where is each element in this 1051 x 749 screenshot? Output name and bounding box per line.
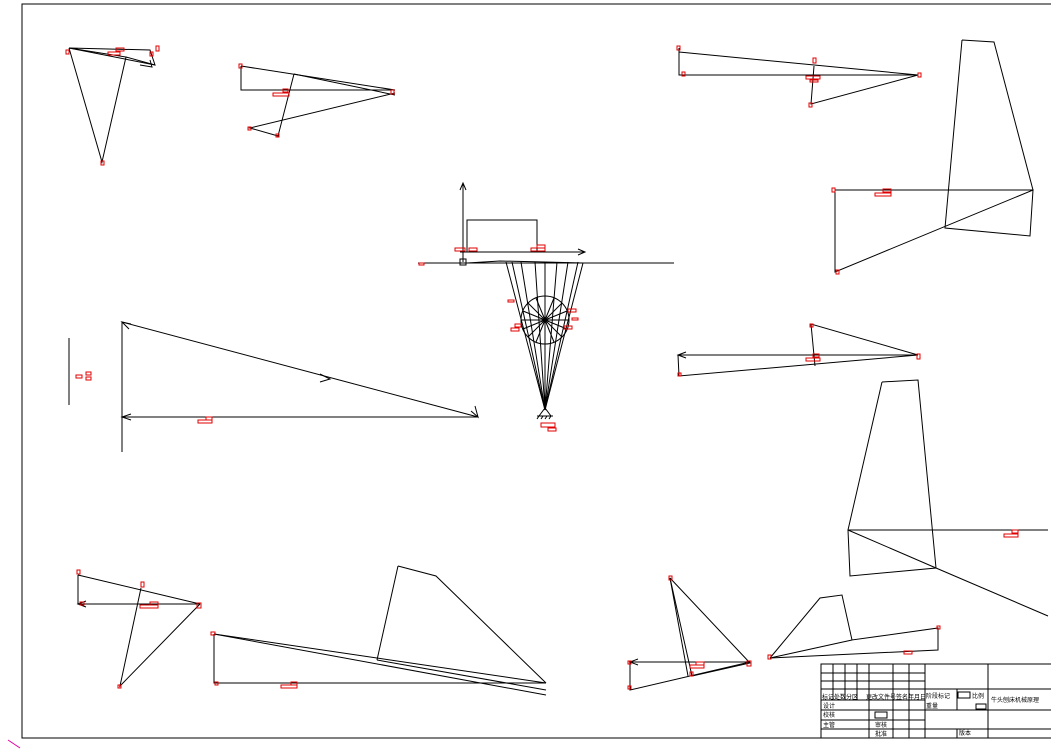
label-design: 设计 — [823, 702, 835, 710]
header-zone: 分区 — [846, 693, 858, 701]
velocity-polygon-top-left — [66, 46, 159, 165]
acceleration-polygon-bottom-right — [768, 595, 940, 659]
header-count: 处数 — [834, 693, 846, 701]
title-block: 标记 处数 分区 更改文件号 签名 年月日 设计 校核 主管 审核 批准 阶段标… — [821, 664, 1051, 738]
header-mark: 标记 — [822, 693, 834, 701]
header-date: 年月日 — [908, 693, 926, 701]
velocity-polygon-middle-right — [678, 324, 920, 376]
drawing-border — [22, 4, 1051, 738]
label-supervisor: 主管 — [823, 721, 835, 729]
label-check: 校核 — [823, 711, 835, 719]
velocity-polygon-bottom-middle-right — [628, 576, 751, 690]
corner-mark — [8, 740, 20, 748]
acceleration-polygon-bottom-center — [211, 566, 546, 695]
velocity-polygon-middle-left — [69, 322, 478, 452]
label-stage-mark: 阶段标记 — [926, 692, 950, 700]
label-version: 版本 — [959, 729, 971, 737]
label-review: 审核 — [875, 721, 887, 729]
acceleration-polygon-upper-right — [832, 40, 1033, 274]
velocity-polygon-top-right — [677, 46, 921, 107]
label-weight: 重量 — [926, 702, 938, 710]
velocity-polygon-top-second — [239, 64, 395, 137]
acceleration-polygon-lower-right — [848, 380, 1048, 616]
header-signature: 签名 — [896, 693, 908, 701]
shaper-mechanism — [418, 183, 674, 431]
velocity-polygon-bottom-left — [77, 570, 201, 688]
drawing-title: 牛头刨床机械原理 — [991, 696, 1039, 704]
header-change-no: 更改文件号 — [866, 693, 896, 701]
label-approve: 批准 — [875, 730, 887, 738]
label-scale: 比例 — [972, 692, 984, 700]
